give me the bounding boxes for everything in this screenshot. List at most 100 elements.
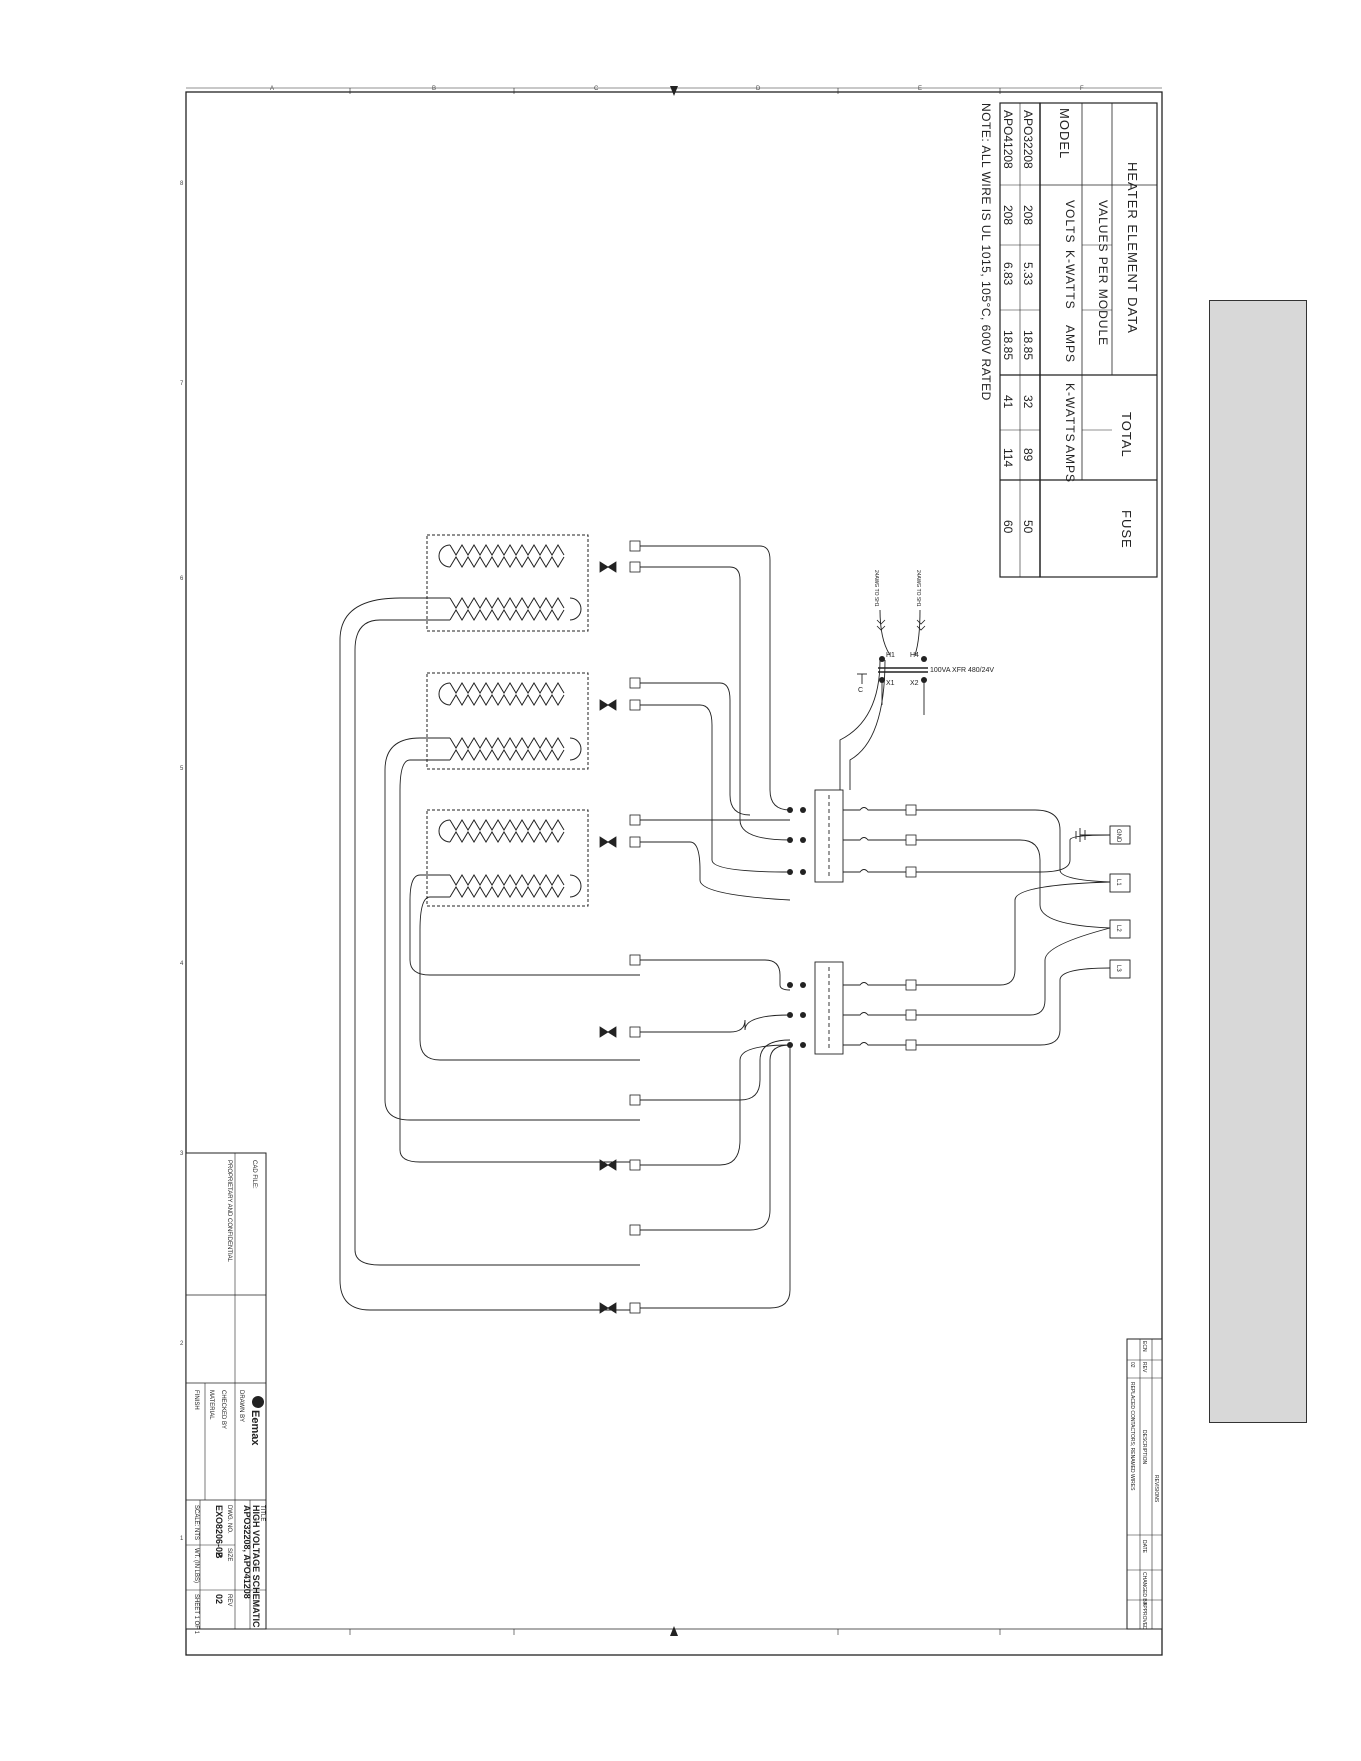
values-per-module: VALUES PER MODULE bbox=[1096, 200, 1110, 346]
drawn-by-label: DRAWN BY bbox=[238, 1390, 244, 1422]
transformer: 100VA XFR 480/24V H1 H4 X1 X2 C 24AWG TO… bbox=[839, 570, 994, 790]
thermal-cutoffs bbox=[599, 561, 617, 1314]
gnd-label: GND bbox=[1115, 829, 1121, 843]
revisions-header: REVISIONS bbox=[1153, 1475, 1159, 1503]
h1-label: H1 bbox=[886, 652, 895, 659]
l2-label: L2 bbox=[1115, 925, 1121, 932]
title-block: CAD FILE: PROPRIETARY AND CONFIDENTIAL D… bbox=[185, 1152, 267, 1635]
drawing-border bbox=[185, 91, 1163, 1656]
scale-label: SCALE: NTS bbox=[193, 1505, 199, 1540]
rev-number: 02 bbox=[214, 1594, 224, 1604]
zone-letter: E bbox=[918, 86, 922, 92]
transformer-wire-2: 24AWG TO SH1 bbox=[915, 570, 921, 607]
coil-loop bbox=[569, 737, 582, 761]
cad-file-label: CAD FILE: bbox=[251, 1160, 257, 1189]
zone-letters: A B C D E F 8 7 6 5 4 3 2 1 bbox=[180, 86, 1084, 1542]
x2-label: X2 bbox=[910, 680, 919, 687]
contactors bbox=[814, 789, 844, 1055]
heater-elements bbox=[426, 534, 589, 907]
transformer-label: 100VA XFR 480/24V bbox=[930, 667, 994, 674]
rev-desc-col: DESCRIPTION bbox=[1141, 1430, 1147, 1465]
total-kwatts-header: K-WATTS bbox=[1063, 383, 1077, 443]
model-header: MODEL bbox=[1057, 108, 1072, 159]
l1-terminal bbox=[1109, 873, 1131, 893]
heater-coil bbox=[449, 609, 565, 621]
heater-coil bbox=[449, 694, 565, 706]
contactor-2 bbox=[814, 961, 844, 1055]
heater-coil bbox=[449, 874, 565, 886]
zone-letter: F bbox=[1080, 86, 1084, 92]
volts-header: VOLTS bbox=[1063, 200, 1077, 243]
company-logo: Eemax bbox=[249, 1396, 264, 1446]
finish-label: FINISH bbox=[193, 1390, 199, 1410]
coil-loop bbox=[569, 874, 582, 898]
x1-label: X1 bbox=[886, 680, 895, 687]
rev-by-col: CHANGED BY bbox=[1141, 1572, 1147, 1606]
rev-label: REV bbox=[226, 1594, 232, 1606]
zone-letter: B bbox=[432, 86, 436, 92]
zone-letter: C bbox=[594, 86, 599, 92]
row2-model: APO41208 bbox=[1001, 110, 1015, 169]
row1-kwatts: 5.33 bbox=[1021, 262, 1035, 286]
row1-total-kwatts: 32 bbox=[1021, 395, 1035, 409]
wiring bbox=[339, 545, 791, 1311]
l3-label: L3 bbox=[1115, 965, 1121, 972]
row1-model: APO32208 bbox=[1021, 110, 1035, 169]
h4-label: H4 bbox=[910, 652, 919, 659]
sheet-label: SHEET 1 OF 1 bbox=[193, 1594, 199, 1635]
heater-coil bbox=[449, 886, 565, 898]
heater-coil bbox=[449, 749, 565, 761]
heater-coil bbox=[449, 682, 565, 694]
row2-total-amps: 114 bbox=[1001, 448, 1015, 467]
weight-label: WT. (IN LBS) bbox=[193, 1548, 199, 1583]
row1-total-amps: 89 bbox=[1021, 448, 1035, 462]
contactor-2-wiring bbox=[640, 959, 791, 1309]
row2-kwatts: 6.83 bbox=[1001, 262, 1015, 286]
wire-note: NOTE: ALL WIRE IS UL 1015, 105°C, 600V R… bbox=[979, 103, 993, 401]
coil-loop bbox=[438, 682, 451, 706]
contactor-1 bbox=[814, 789, 844, 883]
rev-col: REV bbox=[1141, 1362, 1147, 1373]
fuse-lines bbox=[843, 807, 906, 1046]
contactor-nodes bbox=[787, 807, 806, 1048]
heater-coil bbox=[449, 597, 565, 609]
title-line-2: APO32208, APO41208 bbox=[242, 1505, 252, 1599]
amps-header: AMPS bbox=[1063, 325, 1077, 363]
dwg-label: DWG. NO. bbox=[226, 1505, 232, 1534]
ground-symbol bbox=[1075, 828, 1086, 842]
size-value: B bbox=[214, 1552, 224, 1559]
rev-desc: REPLACED CONTACTORS; RENAMED WIRES bbox=[1129, 1382, 1135, 1491]
center-mark-top bbox=[670, 86, 678, 96]
proprietary-label: PROPRIETARY AND CONFIDENTIAL bbox=[226, 1160, 232, 1263]
row1-fuse: 50 bbox=[1021, 520, 1035, 534]
coil-loop bbox=[438, 819, 451, 843]
center-mark-bottom bbox=[670, 1626, 678, 1636]
row2-amps: 18.85 bbox=[1001, 330, 1015, 360]
zone-number: 5 bbox=[180, 766, 184, 772]
c-label: C bbox=[858, 687, 863, 694]
rev-appr-col: APPROVED bbox=[1141, 1602, 1147, 1630]
row1-amps: 18.85 bbox=[1021, 330, 1035, 360]
table-title: HEATER ELEMENT DATA bbox=[1125, 162, 1140, 334]
title-label: TITLE bbox=[259, 1505, 265, 1521]
zone-number: 7 bbox=[180, 381, 184, 387]
rev-value: 02 bbox=[1129, 1362, 1135, 1368]
transformer-wire-1: 24AWG TO SH1 bbox=[873, 570, 879, 607]
supply-terminals: GND L1 L2 L3 bbox=[1109, 825, 1131, 979]
coil-loop bbox=[438, 544, 451, 568]
title-line-1: HIGH VOLTAGE SCHEMATIC bbox=[251, 1505, 261, 1628]
size-label: SIZE bbox=[226, 1548, 232, 1561]
heater-element-table: HEATER ELEMENT DATA VALUES PER MODULE TO… bbox=[979, 102, 1158, 578]
fuse-terminals bbox=[905, 804, 917, 1051]
zone-number: 1 bbox=[180, 1536, 184, 1542]
fuse-header: FUSE bbox=[1119, 510, 1134, 549]
row2-volts: 208 bbox=[1001, 205, 1015, 225]
rev-ecn-col: ECN bbox=[1141, 1341, 1147, 1352]
company-name: Eemax bbox=[249, 1410, 261, 1446]
heater-module-3 bbox=[426, 809, 589, 907]
row2-fuse: 60 bbox=[1001, 520, 1015, 534]
zone-number: 3 bbox=[180, 1151, 184, 1157]
row1-volts: 208 bbox=[1021, 205, 1035, 225]
dwg-number: EXO8206-02 bbox=[214, 1505, 224, 1557]
